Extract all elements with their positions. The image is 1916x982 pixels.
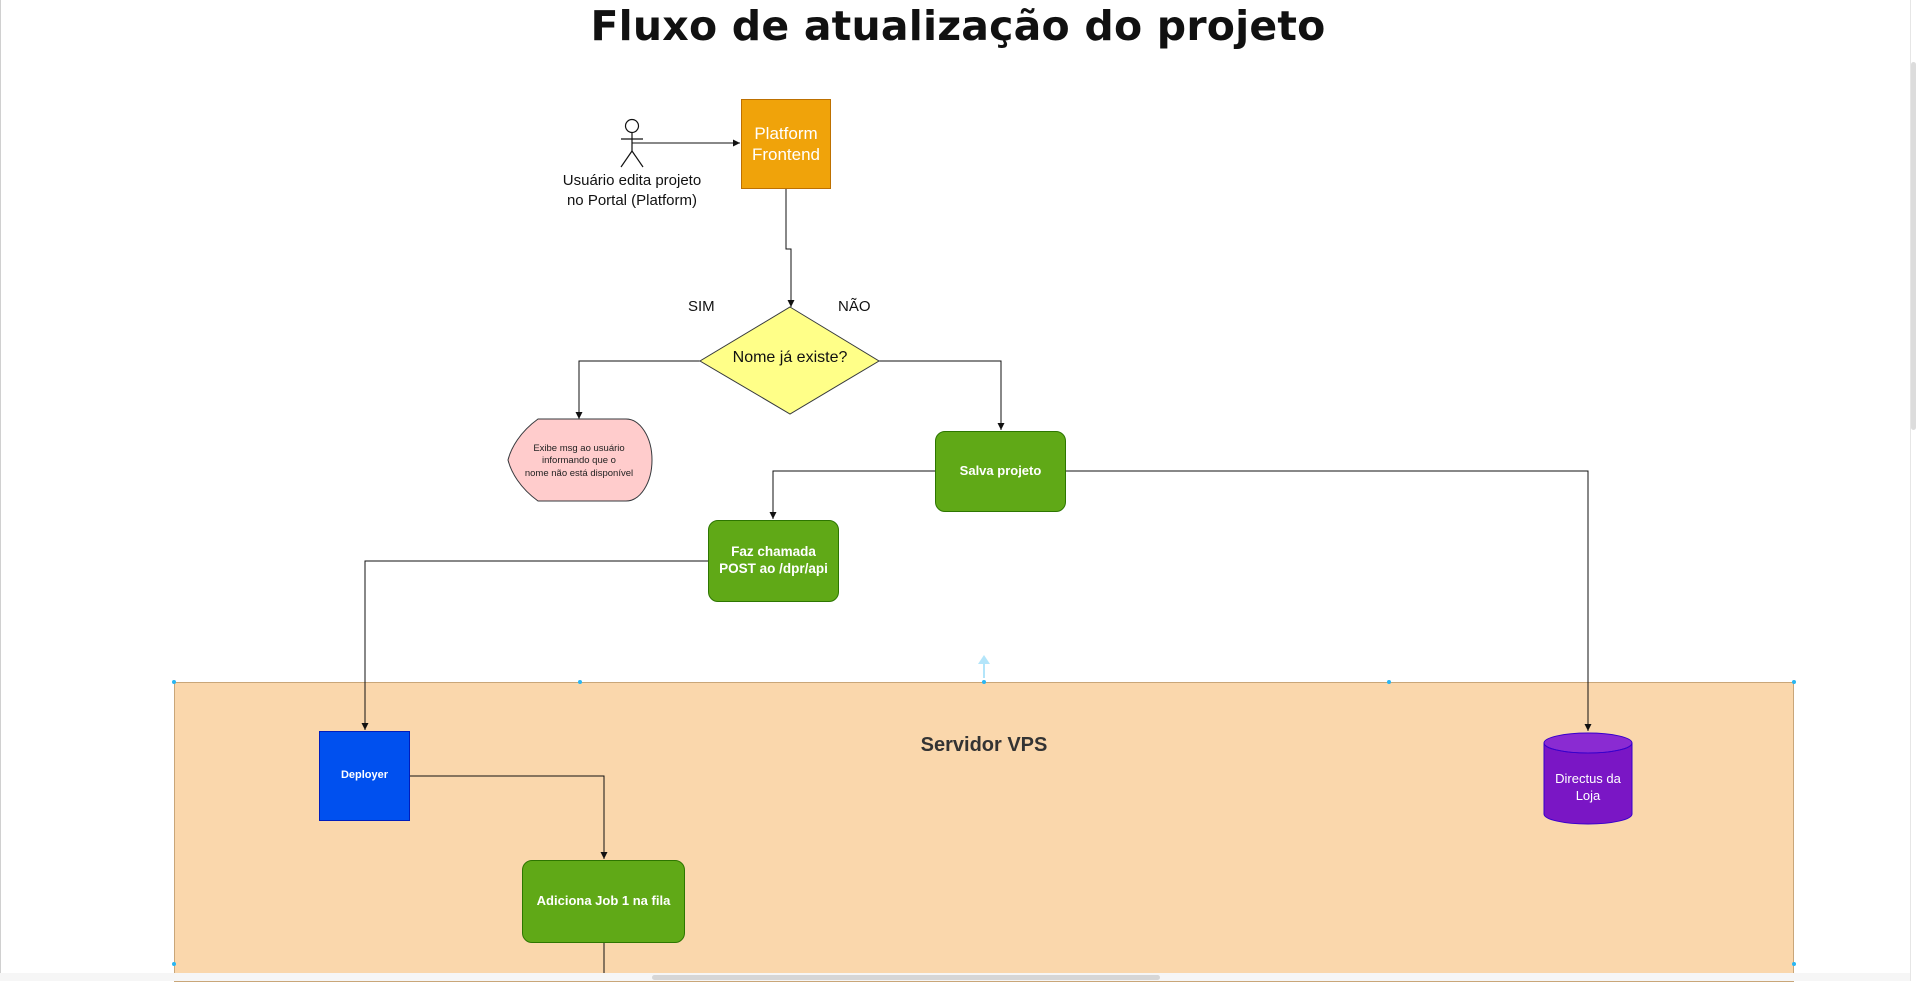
- decision-diamond[interactable]: [699, 306, 880, 415]
- page-right-border: [1910, 0, 1911, 981]
- vertical-scrollbar[interactable]: [1911, 62, 1916, 430]
- connector-decision-yes[interactable]: [575, 360, 700, 419]
- directus-line1: Directus da: [1555, 771, 1621, 786]
- post-call-node[interactable]: Faz chamada POST ao /dpr/api: [708, 520, 839, 602]
- directus-database-icon[interactable]: [1543, 732, 1633, 825]
- connector-platform-to-decision[interactable]: [785, 189, 795, 307]
- connector-save-to-directus[interactable]: [1066, 470, 1592, 731]
- add-job-label: Adiciona Job 1 na fila: [536, 893, 671, 909]
- save-project-label: Salva projeto: [959, 463, 1042, 479]
- page-left-border: [0, 0, 1, 981]
- error-message-label: Exibe msg ao usuário informando que o no…: [508, 443, 650, 480]
- connector-decision-no[interactable]: [879, 360, 1005, 430]
- connector-save-to-post[interactable]: [769, 470, 935, 519]
- deployer-label: Deployer: [340, 769, 389, 782]
- decision-label: Nome já existe?: [732, 349, 848, 366]
- actor-label: Usuário edita projeto no Portal (Platfor…: [546, 171, 718, 212]
- actor-label-line1: Usuário edita projeto: [562, 172, 702, 189]
- resize-arrow-icon[interactable]: [978, 655, 990, 678]
- connector-post-to-deployer[interactable]: [361, 560, 708, 730]
- selection-handles[interactable]: [172, 680, 1796, 966]
- horizontal-scrollbar-thumb[interactable]: [652, 975, 1160, 980]
- add-job-node[interactable]: Adiciona Job 1 na fila: [522, 860, 685, 943]
- platform-frontend-node[interactable]: Platform Frontend: [741, 99, 831, 189]
- platform-label-line1: Platform: [754, 123, 818, 143]
- diagram-title: Fluxo de atualização do projeto: [590, 2, 1326, 50]
- vps-container[interactable]: [174, 682, 1794, 982]
- error-display-shape[interactable]: [507, 418, 653, 502]
- vps-label: Servidor VPS: [920, 734, 1048, 756]
- connector-deployer-to-job[interactable]: [410, 775, 608, 859]
- error-line3: nome não está disponível: [524, 467, 634, 479]
- yes-branch-label: SIM: [688, 298, 715, 315]
- deployer-node[interactable]: Deployer: [319, 731, 410, 821]
- error-line1: Exibe msg ao usuário: [533, 443, 625, 454]
- platform-label-line2: Frontend: [751, 145, 821, 164]
- no-branch-label: NÃO: [838, 298, 871, 315]
- directus-line2: Loja: [1575, 787, 1601, 803]
- user-actor-icon[interactable]: [620, 118, 644, 168]
- save-project-node[interactable]: Salva projeto: [935, 431, 1066, 512]
- post-call-label: Faz chamada POST ao /dpr/api: [719, 544, 828, 576]
- error-line2: informando que o: [542, 455, 616, 467]
- directus-label: Directus da Loja: [1540, 771, 1636, 805]
- actor-label-line2: no Portal (Platform): [566, 192, 698, 210]
